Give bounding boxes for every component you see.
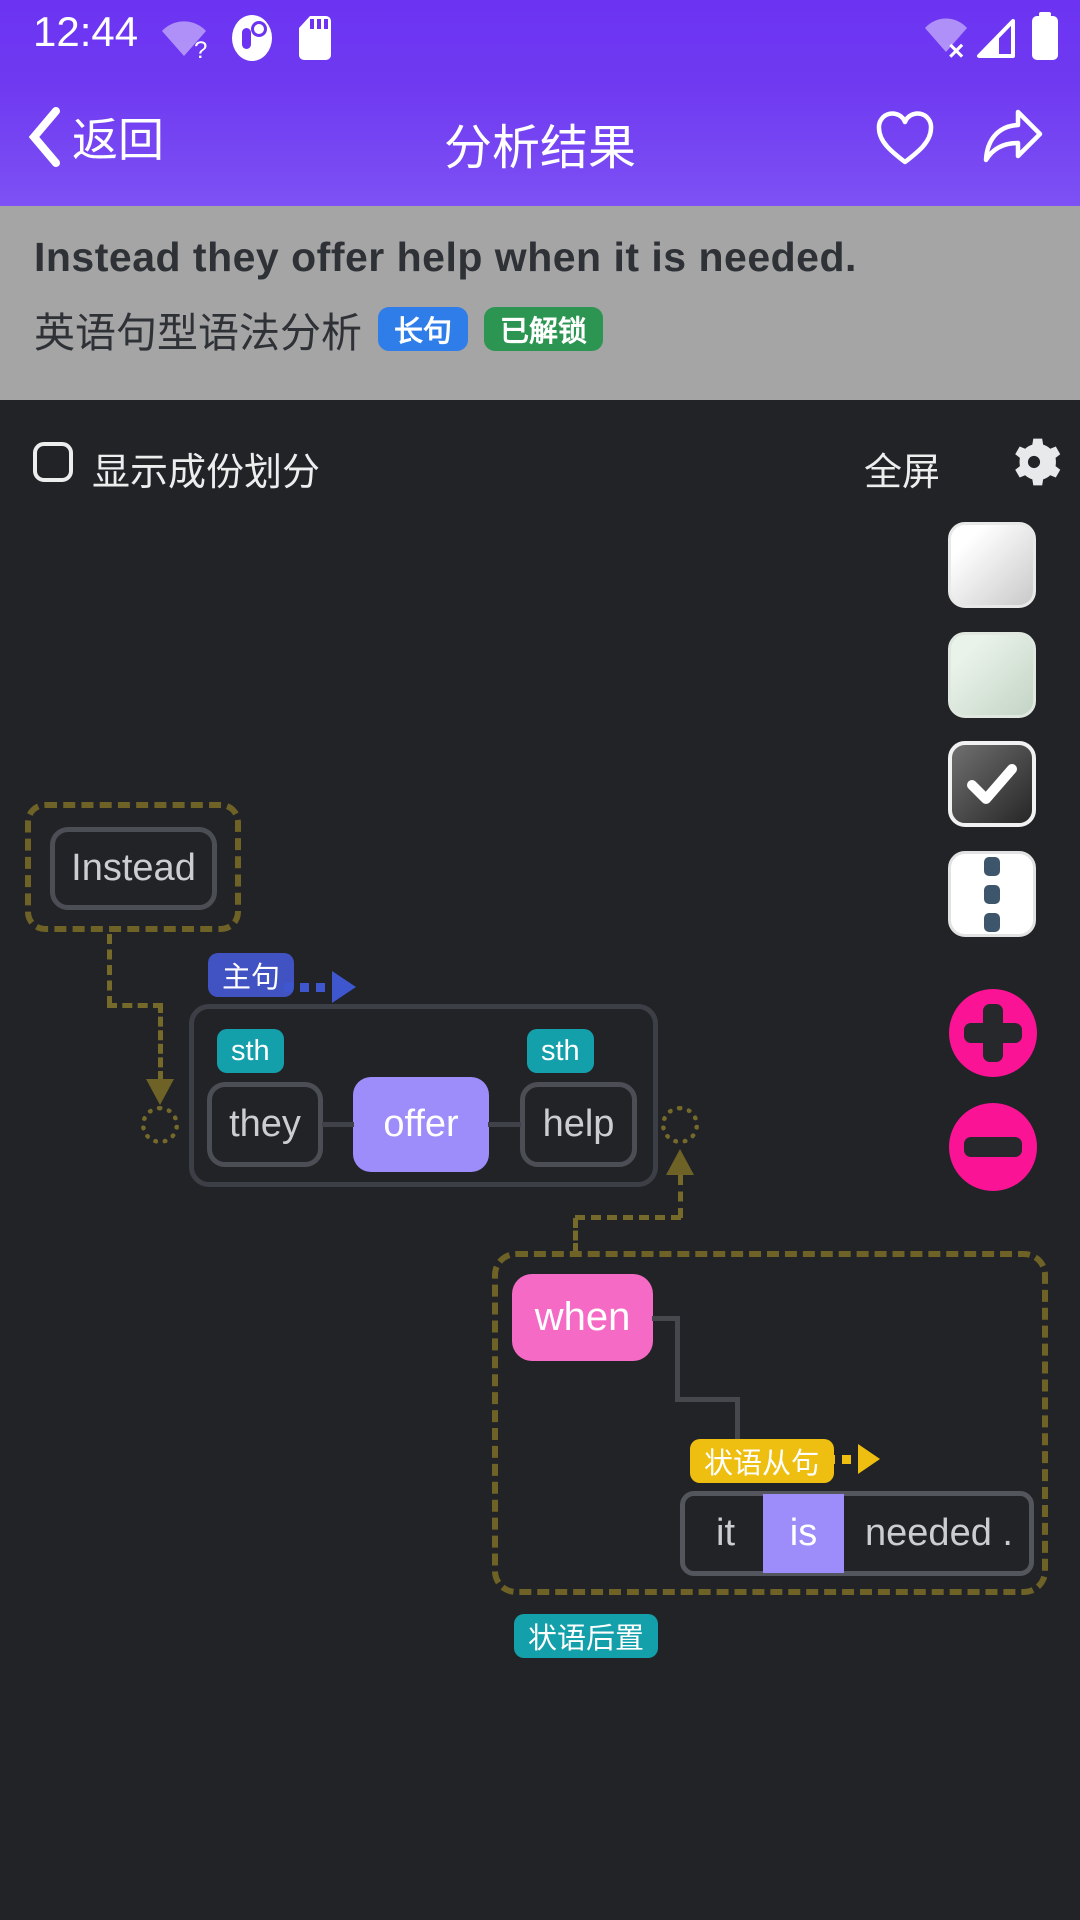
more-options-button[interactable] bbox=[948, 851, 1036, 937]
connector-dash bbox=[573, 1218, 578, 1253]
connector-dash bbox=[107, 1003, 163, 1008]
show-components-label: 显示成份划分 bbox=[92, 452, 321, 494]
attach-point-circle bbox=[661, 1106, 699, 1144]
back-button[interactable]: 返回 bbox=[26, 104, 164, 170]
elbow-line bbox=[675, 1397, 740, 1402]
word-node-when[interactable]: when bbox=[512, 1274, 653, 1361]
tag-sth-subject: sth bbox=[217, 1029, 284, 1073]
word-node-help[interactable]: help bbox=[520, 1082, 637, 1167]
elbow-line bbox=[652, 1316, 680, 1321]
sentence-banner: Instead they offer help when it is neede… bbox=[0, 206, 1080, 400]
ellipsis-dot bbox=[984, 912, 1000, 932]
status-time: 12:44 bbox=[33, 8, 139, 55]
back-label: 返回 bbox=[72, 114, 164, 166]
connector-dash bbox=[575, 1215, 681, 1220]
zoom-in-button[interactable] bbox=[949, 989, 1037, 1077]
word-node-it[interactable]: it bbox=[716, 1512, 735, 1554]
settings-gear-icon[interactable] bbox=[1006, 434, 1062, 490]
tag-sth-object: sth bbox=[527, 1029, 594, 1073]
subordinate-clause-box bbox=[492, 1251, 1048, 1595]
share-icon[interactable] bbox=[982, 106, 1046, 166]
main-clause-arrow bbox=[284, 971, 356, 1003]
ellipsis-dot bbox=[984, 856, 1000, 876]
connector-dash bbox=[678, 1175, 683, 1218]
theme-light-button[interactable] bbox=[948, 522, 1036, 608]
word-node-instead[interactable]: Instead bbox=[50, 827, 217, 910]
word-node-is[interactable]: is bbox=[763, 1494, 844, 1573]
page-title: 分析结果 bbox=[443, 122, 636, 175]
word-connector bbox=[488, 1122, 521, 1127]
theme-dark-button-selected[interactable] bbox=[948, 741, 1036, 827]
arrow-up-icon bbox=[666, 1149, 694, 1175]
signal-icon bbox=[977, 19, 1015, 58]
main-clause-label: 主句 bbox=[208, 953, 295, 997]
connector-dash bbox=[158, 1003, 163, 1081]
word-node-needed[interactable]: needed . bbox=[865, 1512, 1013, 1554]
ellipsis-dot bbox=[984, 884, 1000, 904]
banner-subtitle: 英语句型语法分析 bbox=[34, 310, 362, 356]
clause-words-box bbox=[680, 1491, 1034, 1576]
arrow-down-icon bbox=[146, 1079, 174, 1105]
sd-card-icon bbox=[299, 16, 331, 60]
top-bar bbox=[0, 0, 1080, 206]
svg-text:?: ? bbox=[194, 37, 207, 62]
svg-text:×: × bbox=[948, 35, 964, 60]
data-saver-icon bbox=[232, 15, 272, 61]
check-icon bbox=[967, 764, 1017, 804]
main-clause-box bbox=[189, 1004, 658, 1187]
attach-point-circle bbox=[141, 1106, 179, 1144]
theme-green-button[interactable] bbox=[948, 632, 1036, 718]
elbow-line bbox=[735, 1397, 740, 1441]
adverbial-postposition-label: 状语后置 bbox=[514, 1614, 659, 1658]
show-components-checkbox[interactable] bbox=[33, 442, 73, 482]
adverbial-clause-arrow bbox=[810, 1444, 880, 1474]
adverbial-group-box bbox=[25, 802, 241, 932]
zoom-out-button[interactable] bbox=[949, 1103, 1037, 1191]
badge-long-sentence: 长句 bbox=[378, 307, 469, 351]
arrow-right-icon bbox=[332, 971, 356, 1003]
favorite-heart-icon[interactable] bbox=[872, 106, 938, 168]
word-node-they[interactable]: they bbox=[207, 1082, 323, 1167]
word-connector bbox=[322, 1122, 354, 1127]
battery-icon bbox=[1032, 12, 1058, 60]
connector-dash bbox=[107, 934, 112, 1006]
fullscreen-button[interactable]: 全屏 bbox=[864, 452, 941, 494]
badge-unlocked: 已解锁 bbox=[484, 307, 604, 351]
wifi-question-icon: ? bbox=[162, 21, 207, 62]
wifi-off-icon: × bbox=[925, 18, 967, 60]
word-node-offer[interactable]: offer bbox=[353, 1077, 489, 1172]
elbow-line bbox=[675, 1316, 680, 1402]
chevron-left-icon bbox=[28, 107, 60, 167]
arrow-right-icon bbox=[858, 1444, 880, 1474]
sentence-text: Instead they offer help when it is neede… bbox=[34, 234, 857, 280]
